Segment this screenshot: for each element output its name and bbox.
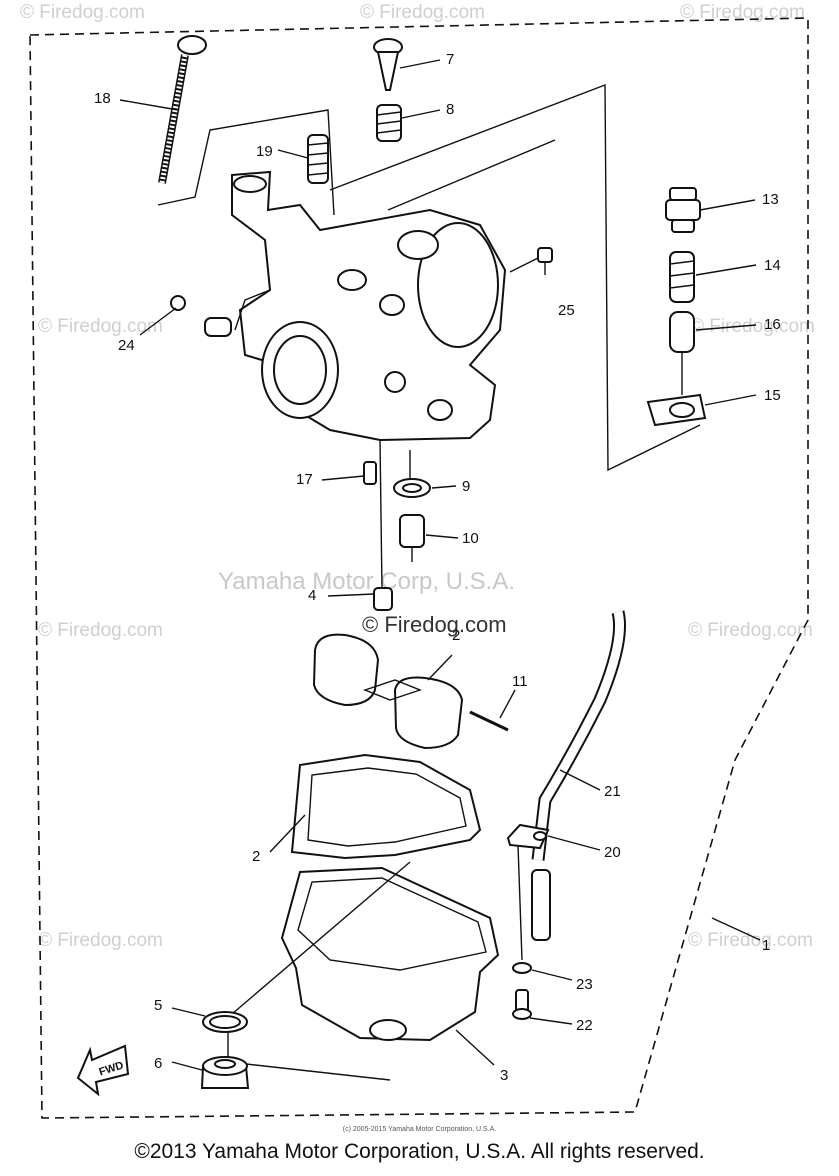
screw-25 <box>537 247 553 275</box>
leader-line <box>531 969 573 981</box>
reference-line <box>329 83 701 472</box>
screw-22 <box>512 989 532 1020</box>
leader-line <box>559 769 601 791</box>
carburetor-body <box>231 170 507 442</box>
reference-line <box>387 139 556 211</box>
callout-25: 25 <box>558 302 575 319</box>
callout-22: 22 <box>576 1017 593 1034</box>
watermark: © Firedog.com <box>688 620 813 641</box>
callout-1: 1 <box>762 937 771 954</box>
leader-line <box>529 1017 573 1025</box>
float-bowl <box>280 866 500 1042</box>
spring-19 <box>307 134 329 184</box>
callout-20: 20 <box>604 844 621 861</box>
leader-line <box>431 485 457 489</box>
reference-line <box>157 109 335 216</box>
leader-line <box>327 593 375 597</box>
callout-24: 24 <box>118 337 135 354</box>
fwd-arrow-icon <box>76 1044 130 1097</box>
callout-23: 23 <box>576 976 593 993</box>
leader-line <box>699 199 756 211</box>
watermark: © Firedog.com <box>20 2 145 23</box>
screw-7 <box>373 38 403 91</box>
callout-4: 4 <box>308 587 317 604</box>
callout-8: 8 <box>446 101 455 118</box>
watermark-company: Yamaha Motor Corp, U.S.A. <box>218 568 515 595</box>
plate-20 <box>506 823 550 850</box>
spring-8 <box>376 104 402 142</box>
leader-line <box>509 257 539 273</box>
callout-11: 11 <box>512 673 528 690</box>
gasket-15 <box>646 393 707 427</box>
jet-10 <box>399 514 425 562</box>
callout-10: 10 <box>462 530 479 547</box>
callout-3: 3 <box>500 1067 509 1084</box>
leader-line <box>425 534 459 539</box>
spring-14 <box>669 251 695 303</box>
leader-line <box>321 475 365 481</box>
callout-6: 6 <box>154 1055 163 1072</box>
small-copyright: (c) 2005-2015 Yamaha Motor Corporation, … <box>342 1126 497 1133</box>
leader-line <box>695 264 757 276</box>
leader-line <box>547 835 601 851</box>
watermark: © Firedog.com <box>38 316 163 337</box>
screw-24 <box>170 295 232 337</box>
watermark: © Firedog.com <box>38 620 163 641</box>
leader-line <box>455 1029 495 1066</box>
valve-16 <box>669 311 695 395</box>
leader-line <box>399 59 441 69</box>
fitting-13 <box>665 187 701 233</box>
reference-line <box>517 844 523 961</box>
leader-line <box>427 654 453 681</box>
callout-2-float: 2 <box>452 627 461 644</box>
leader-line <box>171 1007 206 1017</box>
callout-13: 13 <box>762 191 779 208</box>
reference-line <box>231 861 411 1015</box>
callout-15: 15 <box>764 387 781 404</box>
leader-line <box>704 394 757 406</box>
footer-copyright: ©2013 Yamaha Motor Corporation, U.S.A. A… <box>134 1140 705 1163</box>
callout-21: 21 <box>604 783 621 800</box>
callout-16: 16 <box>764 316 781 333</box>
callout-19: 19 <box>256 143 273 160</box>
callout-2-gasket: 2 <box>252 848 261 865</box>
callout-5: 5 <box>154 997 163 1014</box>
washer-23 <box>512 962 532 974</box>
jet-4 <box>373 587 393 611</box>
callout-17: 17 <box>296 471 313 488</box>
watermark: © Firedog.com <box>680 2 805 23</box>
assembly-boundary <box>29 17 809 1119</box>
reference-line <box>379 439 383 591</box>
watermark: © Firedog.com <box>688 930 813 951</box>
leader-line <box>401 109 441 119</box>
callout-14: 14 <box>764 257 781 274</box>
pin-17 <box>363 461 377 485</box>
watermark-firedog-center: © Firedog.com <box>362 612 507 637</box>
watermark: © Firedog.com <box>38 930 163 951</box>
float-assembly <box>312 633 464 750</box>
drain-plug-6 <box>200 1056 250 1089</box>
leader-line <box>139 307 177 336</box>
leader-line <box>695 324 757 331</box>
watermark: © Firedog.com <box>360 2 485 23</box>
callout-7: 7 <box>446 51 455 68</box>
callout-9: 9 <box>462 478 471 495</box>
leader-line <box>499 689 516 719</box>
watermark: © Firedog.com <box>690 316 815 337</box>
float-bowl-gasket <box>290 753 482 860</box>
leader-line <box>119 99 179 111</box>
leader-line <box>269 814 306 853</box>
leader-line <box>277 149 309 159</box>
callout-18: 18 <box>94 90 111 107</box>
float-pin <box>469 710 509 732</box>
leader-line <box>171 1061 203 1071</box>
leader-line <box>711 917 761 941</box>
tube <box>531 869 551 941</box>
washer-9 <box>393 478 431 498</box>
long-screw <box>158 35 207 184</box>
